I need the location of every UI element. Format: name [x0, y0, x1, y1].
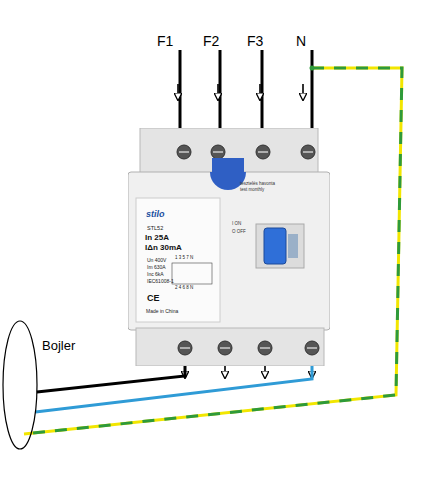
node-label: Bojler — [42, 339, 75, 352]
device-marking: 1 3 5 7 N — [175, 256, 193, 261]
device-marking: Un 400V — [147, 258, 166, 263]
boiler-outline: Bojler — [2, 318, 92, 454]
black-wire — [37, 366, 185, 392]
device-marking: IΔn 30mA — [145, 244, 182, 252]
device-marking: test monthly — [240, 188, 264, 193]
device-marking: tesztelés havonta — [240, 182, 275, 187]
supply-wires — [180, 50, 312, 135]
device-marking: STL52 — [147, 226, 163, 232]
device-marking: O OFF — [232, 230, 246, 235]
device-marking: CE — [147, 294, 160, 303]
pe-wire — [24, 66, 402, 435]
rcd-device: stiloSTL52 In 25A IΔn 30mA Un 400V Im 630A In… — [128, 128, 330, 366]
phase-label: F1 — [157, 34, 173, 48]
supply-arrows — [178, 84, 303, 100]
device-marking: I ON — [232, 222, 241, 227]
phase-label: F3 — [247, 34, 263, 48]
device-marking: Im 630A — [147, 265, 166, 270]
device-marking: IEC61008-1 — [147, 279, 174, 284]
device-marking: Inc 6kA — [147, 272, 164, 277]
blue-wire — [35, 366, 312, 412]
device-marking: 2 4 6 8 N — [175, 286, 193, 291]
device-marking: stilo — [146, 210, 165, 219]
device-marking: In 25A — [145, 234, 169, 242]
phase-label: F2 — [203, 34, 219, 48]
phase-label: N — [296, 34, 306, 48]
device-marking: Made in China — [146, 309, 178, 314]
